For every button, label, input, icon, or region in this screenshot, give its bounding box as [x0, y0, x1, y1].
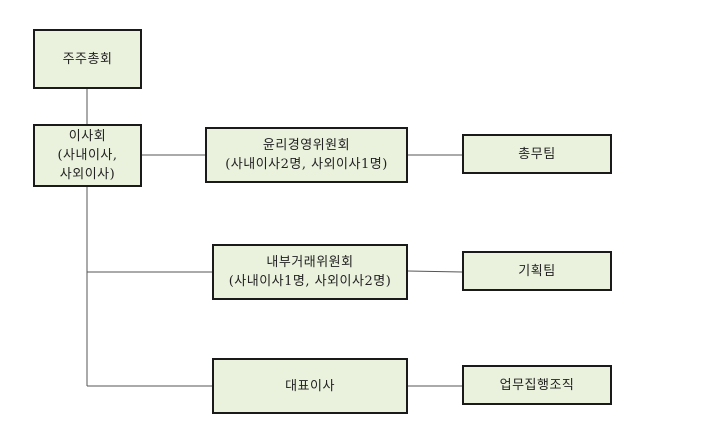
general-affairs-team-box: 총무팀	[462, 134, 612, 174]
planning-team-label: 기획팀	[518, 263, 556, 279]
board-title: 이사회	[68, 129, 107, 144]
connector-internal-planning	[407, 270, 463, 273]
board-detail-line-2: 사외이사)	[59, 167, 116, 182]
executive-organization-box: 업무집행조직	[462, 365, 612, 405]
internal-trade-committee-members: (사내이사1명, 사외이사2명)	[228, 274, 392, 289]
ethics-committee-members: (사내이사2명, 사외이사1명)	[225, 157, 388, 172]
board-of-directors-box: 이사회 (사내이사, 사외이사)	[33, 124, 142, 187]
ethics-committee-title: 윤리경영위원회	[262, 138, 351, 153]
shareholders-meeting-label: 주주총회	[62, 51, 113, 67]
board-detail-line-1: (사내이사,	[57, 148, 118, 163]
executive-organization-label: 업무집행조직	[499, 377, 575, 393]
shareholders-meeting-box: 주주총회	[33, 29, 142, 89]
internal-trade-committee-box: 내부거래위원회 (사내이사1명, 사외이사2명)	[212, 244, 408, 300]
general-affairs-team-label: 총무팀	[518, 146, 556, 162]
ceo-label: 대표이사	[285, 378, 335, 394]
planning-team-box: 기획팀	[462, 251, 612, 291]
ethics-committee-box: 윤리경영위원회 (사내이사2명, 사외이사1명)	[205, 127, 408, 183]
internal-trade-committee-title: 내부거래위원회	[266, 255, 354, 270]
ceo-box: 대표이사	[212, 358, 408, 414]
